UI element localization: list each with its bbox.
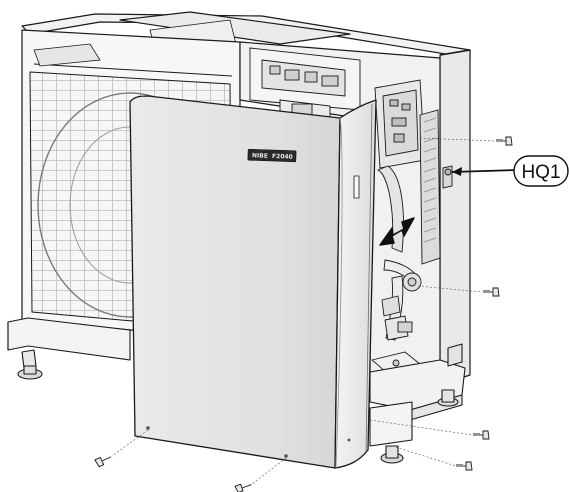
screws [94,136,513,492]
front-panel [129,95,377,469]
screw-bottom-right [456,461,473,471]
brand-badge: NIBE F2040 [247,148,297,163]
base-stand [7,317,466,464]
badge-brand: NIBE [252,152,268,160]
screw-guide-lines [111,137,496,485]
svg-text:NIBE F2040: NIBE F2040 [252,152,293,160]
screw-top-right [496,136,513,146]
hq1-label: HQ1 [521,162,560,183]
screw-bottom-center [234,483,252,492]
screw-bottom-left [94,456,112,468]
hq1-callout: HQ1 [451,155,569,187]
removal-direction-arrow [379,217,415,246]
badge-model: F2040 [272,153,293,161]
internal-components [249,47,453,373]
screw-middle-right [483,287,500,297]
screw-lower-right [473,430,490,440]
